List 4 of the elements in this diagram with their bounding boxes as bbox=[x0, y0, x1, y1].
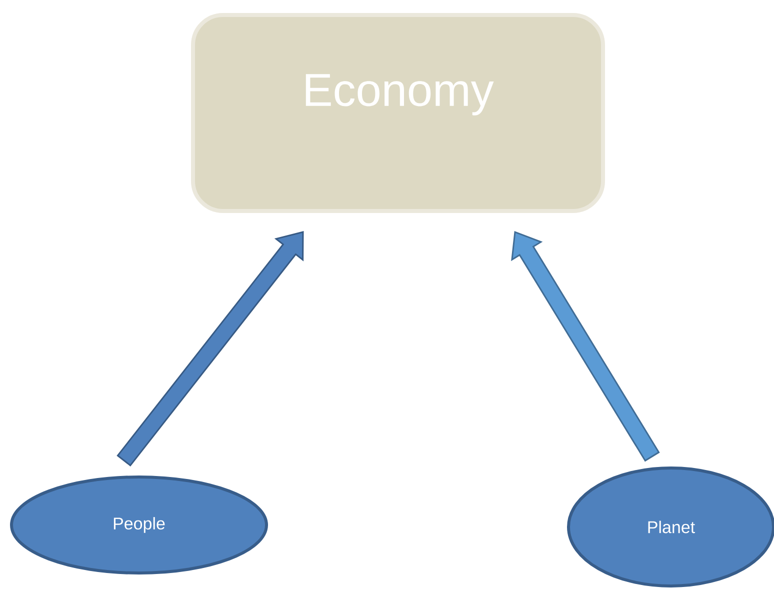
ellipse-node: Planet bbox=[567, 466, 774, 588]
economy-box: Economy bbox=[191, 13, 605, 213]
block-arrow bbox=[116, 231, 304, 466]
ellipse-node: People bbox=[10, 476, 268, 574]
